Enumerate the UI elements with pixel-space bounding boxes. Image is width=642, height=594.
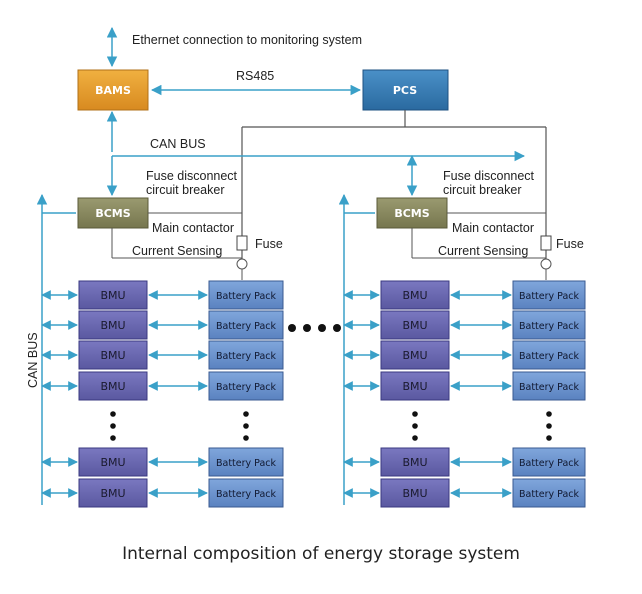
row-continuation-dot <box>110 423 116 429</box>
current-sensing-label-2: Current Sensing <box>438 244 528 258</box>
bmu-label: BMU <box>100 289 125 302</box>
bmu-box: BMU <box>78 310 148 340</box>
bmu-label: BMU <box>100 349 125 362</box>
battery-pack-box: Battery Pack <box>208 280 284 310</box>
bmu-box: BMU <box>380 371 450 401</box>
battery-pack-label: Battery Pack <box>216 321 277 332</box>
row-continuation-dot <box>412 423 418 429</box>
bmu-label: BMU <box>402 319 427 332</box>
fuse-label-1: Fuse <box>255 237 283 251</box>
battery-pack-label: Battery Pack <box>216 291 277 302</box>
fuse-disconnect-label-1: Fuse disconnect <box>146 169 238 183</box>
bmu-box: BMU <box>78 340 148 370</box>
bmu-label: BMU <box>402 289 427 302</box>
battery-pack-box: Battery Pack <box>208 340 284 370</box>
bams-box: BAMS <box>77 69 149 111</box>
current-sensor-1 <box>236 258 248 270</box>
row-continuation-dot <box>412 411 418 417</box>
bmu-box: BMU <box>78 478 148 508</box>
battery-pack-box: Battery Pack <box>512 371 586 401</box>
battery-pack-box: Battery Pack <box>512 340 586 370</box>
battery-pack-label: Battery Pack <box>216 458 277 469</box>
bmu-label: BMU <box>100 456 125 469</box>
diagram-caption: Internal composition of energy storage s… <box>122 544 520 564</box>
row-continuation-dot <box>546 411 552 417</box>
row-continuation-dot <box>243 435 249 441</box>
svg-text:BCMS: BCMS <box>95 207 130 220</box>
battery-pack-label: Battery Pack <box>519 291 580 302</box>
battery-pack-box: Battery Pack <box>512 447 586 477</box>
current-sensor-2 <box>540 258 552 270</box>
row-continuation-dot <box>243 423 249 429</box>
battery-pack-label: Battery Pack <box>519 321 580 332</box>
battery-pack-label: Battery Pack <box>519 489 580 500</box>
fuse-symbol-1 <box>236 235 248 251</box>
battery-pack-box: Battery Pack <box>208 310 284 340</box>
ethernet-label: Ethernet connection to monitoring system <box>132 33 362 47</box>
battery-pack-box: Battery Pack <box>208 371 284 401</box>
svg-text:BCMS: BCMS <box>394 207 429 220</box>
main-contactor-label-2: Main contactor <box>452 221 534 235</box>
battery-pack-label: Battery Pack <box>519 351 580 362</box>
main-contactor-label-1: Main contactor <box>152 221 234 235</box>
battery-pack-box: Battery Pack <box>512 310 586 340</box>
fuse-label-2: Fuse <box>556 237 584 251</box>
can-bus-top-label: CAN BUS <box>150 137 206 151</box>
can-bus-side-label: CAN BUS <box>26 332 40 388</box>
battery-pack-box: Battery Pack <box>512 478 586 508</box>
svg-text:PCS: PCS <box>393 84 417 97</box>
fuse-symbol-2 <box>540 235 552 251</box>
battery-pack-box: Battery Pack <box>512 280 586 310</box>
row-continuation-dot <box>243 411 249 417</box>
circuit-breaker-label-1: circuit breaker <box>146 183 225 197</box>
battery-pack-label: Battery Pack <box>216 489 277 500</box>
bmu-label: BMU <box>402 380 427 393</box>
fuse-disconnect-label-2: Fuse disconnect <box>443 169 535 183</box>
bmu-box: BMU <box>380 310 450 340</box>
battery-pack-label: Battery Pack <box>216 351 277 362</box>
battery-pack-label: Battery Pack <box>519 458 580 469</box>
bmu-label: BMU <box>402 349 427 362</box>
pcs-box: PCS <box>362 69 449 111</box>
cluster-continuation-dots <box>288 324 341 332</box>
bmu-box: BMU <box>380 280 450 310</box>
row-continuation-dot <box>412 435 418 441</box>
bmu-box: BMU <box>78 280 148 310</box>
svg-text:BAMS: BAMS <box>95 84 131 97</box>
current-sensing-label-1: Current Sensing <box>132 244 222 258</box>
row-continuation-dot <box>110 435 116 441</box>
battery-pack-box: Battery Pack <box>208 447 284 477</box>
row-continuation-dot <box>546 423 552 429</box>
bmu-box: BMU <box>380 447 450 477</box>
bmu-label: BMU <box>100 380 125 393</box>
bmu-box: BMU <box>78 447 148 477</box>
battery-pack-label: Battery Pack <box>519 382 580 393</box>
bmu-label: BMU <box>100 319 125 332</box>
bmu-label: BMU <box>100 487 125 500</box>
bmu-label: BMU <box>402 487 427 500</box>
row-continuation-dot <box>110 411 116 417</box>
bmu-box: BMU <box>380 478 450 508</box>
bcms-box-2: BCMS <box>376 197 448 229</box>
battery-pack-label: Battery Pack <box>216 382 277 393</box>
bmu-label: BMU <box>402 456 427 469</box>
rs485-label: RS485 <box>236 69 274 83</box>
row-continuation-dot <box>546 435 552 441</box>
battery-pack-box: Battery Pack <box>208 478 284 508</box>
circuit-breaker-label-2: circuit breaker <box>443 183 522 197</box>
bmu-box: BMU <box>380 340 450 370</box>
bcms-box-1: BCMS <box>77 197 149 229</box>
bmu-box: BMU <box>78 371 148 401</box>
